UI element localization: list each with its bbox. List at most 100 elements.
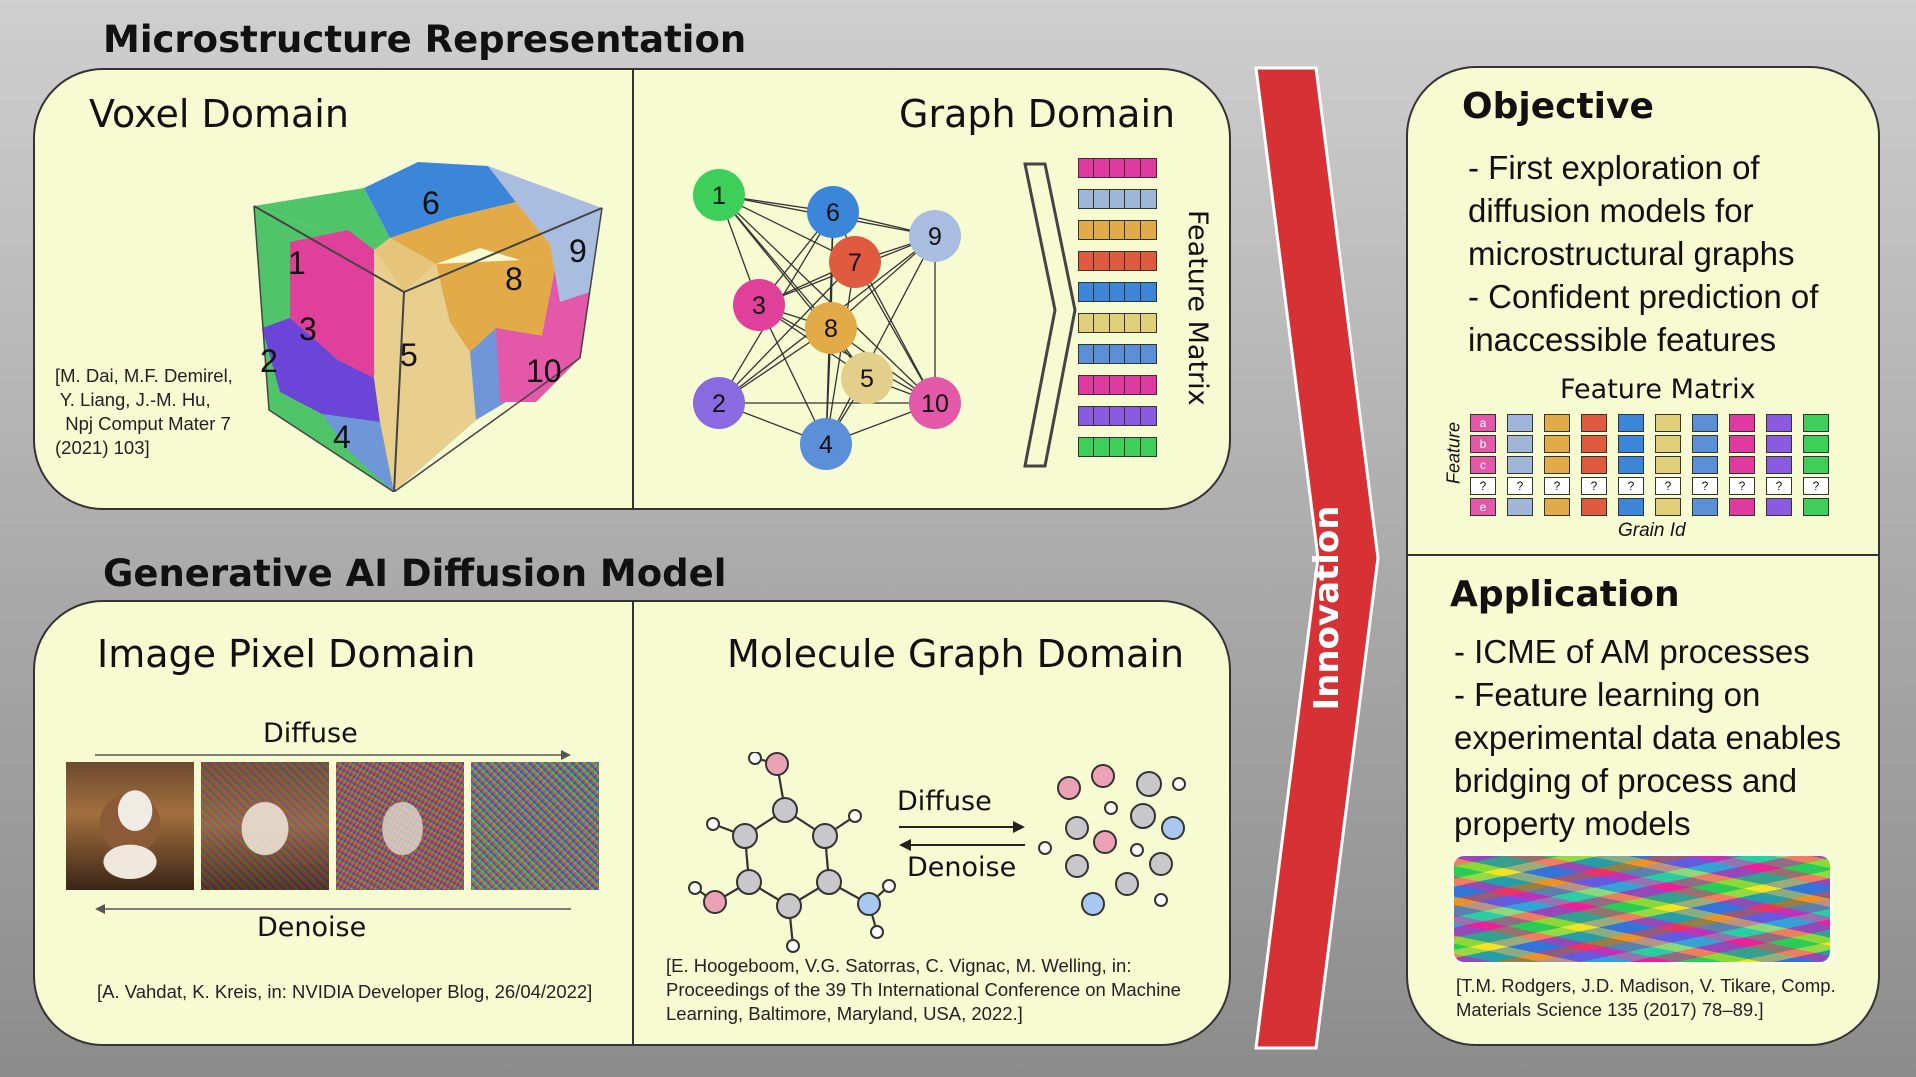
cat-image-original	[66, 762, 194, 890]
objective-matrix-column-8: ?	[1729, 414, 1755, 519]
objective-matrix-column-7: ?	[1692, 414, 1718, 519]
graph-node-5	[841, 352, 893, 404]
graph-feature-cell	[1124, 313, 1141, 333]
am-microstructure-image	[1454, 856, 1830, 962]
grain-4-left	[322, 414, 394, 492]
objective-matrix-cell	[1803, 435, 1829, 453]
graph-feature-cell	[1124, 437, 1141, 457]
objective-matrix-column-3: ?	[1544, 414, 1570, 519]
voxel-reference: [M. Dai, M.F. Demirel, Y. Liang, J.-M. H…	[55, 365, 233, 458]
graph-edge-7-4	[825, 261, 856, 445]
graph-feature-row-10	[1077, 437, 1169, 457]
am-image-texture	[1454, 856, 1830, 962]
graph-feature-cell	[1139, 251, 1157, 271]
graph-feature-cell	[1093, 313, 1110, 333]
graph-feature-cell	[1093, 282, 1110, 302]
graph-node-2	[693, 377, 745, 429]
graph-feature-cell	[1093, 406, 1110, 426]
objective-matrix-cell	[1803, 414, 1829, 432]
molecule-denoise-arrow	[899, 839, 1025, 851]
molecule-diffuse-label: Diffuse	[897, 786, 992, 817]
graph-feature-cell	[1139, 313, 1157, 333]
image-denoise-label: Denoise	[257, 912, 367, 943]
panel-divider-bottom	[632, 602, 634, 1044]
objective-matrix-column-9: ?	[1766, 414, 1792, 519]
grain-5-region	[374, 250, 476, 492]
graph-feature-cell	[1124, 282, 1141, 302]
graph-feature-cell	[1077, 406, 1095, 426]
molecule-noised-atoms	[1038, 764, 1186, 916]
application-title: Application	[1450, 574, 1680, 615]
graph-feature-cell	[1108, 189, 1126, 209]
graph-edge-7-10	[854, 261, 936, 404]
graph-node-label-6: 6	[826, 199, 840, 227]
innovation-arrow	[1254, 66, 1380, 1050]
objective-matrix-cell	[1729, 435, 1755, 453]
graph-feature-cell	[1093, 189, 1110, 209]
graph-feature-row-2	[1077, 189, 1169, 209]
objective-matrix-title: Feature Matrix	[1560, 374, 1756, 405]
graph-feature-cell	[1108, 406, 1126, 426]
graph-feature-cell	[1077, 251, 1095, 271]
objective-matrix-column-6: ?	[1655, 414, 1681, 519]
objective-matrix-cell	[1655, 414, 1681, 432]
grain-8-right	[436, 254, 558, 352]
graph-node-4	[800, 418, 852, 470]
application-reference: [T.M. Rodgers, J.D. Madison, V. Tikare, …	[1456, 975, 1836, 1020]
objective-matrix-cell	[1803, 498, 1829, 516]
graph-node-label-9: 9	[928, 223, 942, 251]
cat-image-pure-noise	[471, 762, 599, 890]
graph-node-label-3: 3	[752, 292, 766, 320]
molecule-reference: [E. Hoogeboom, V.G. Satorras, C. Vignac,…	[666, 955, 1181, 1024]
objective-matrix-unknown-cell: ?	[1581, 477, 1607, 495]
objective-y-axis-label: Feature	[1443, 421, 1464, 485]
objective-matrix-cell	[1766, 498, 1792, 516]
graph-edge-1-10	[718, 194, 936, 404]
objective-matrix-cell: a	[1470, 414, 1496, 432]
graph-feature-cell	[1124, 189, 1141, 209]
graph-feature-row-8	[1077, 375, 1169, 395]
graph-feature-cell	[1139, 437, 1157, 457]
voxel-domain-title: Voxel Domain	[89, 92, 349, 136]
objective-matrix-cell	[1581, 414, 1607, 432]
graph-feature-cell	[1108, 313, 1126, 333]
graph-feature-cell	[1077, 158, 1095, 178]
objective-bullets: - First exploration of diffusion models …	[1468, 149, 1819, 358]
molecule-graph-title: Molecule Graph Domain	[727, 632, 1185, 676]
grain-label-6: 6	[422, 185, 440, 221]
graph-edge-9-4	[825, 235, 936, 445]
graph-feature-row-1	[1077, 158, 1169, 178]
graph-feature-cell	[1139, 220, 1157, 240]
grain-2-region	[262, 318, 380, 422]
grain-1-top	[254, 188, 390, 250]
objective-matrix-cell	[1507, 435, 1533, 453]
objective-matrix-cell	[1581, 456, 1607, 474]
graph-feature-cell	[1077, 220, 1095, 240]
objective-matrix-cell	[1618, 435, 1644, 453]
graph-feature-cell	[1093, 375, 1110, 395]
graph-feature-matrix-label: Feature Matrix	[1182, 210, 1213, 406]
objective-matrix-cell	[1766, 456, 1792, 474]
graph-feature-cell	[1108, 282, 1126, 302]
graph-feature-row-4	[1077, 251, 1169, 271]
graph-feature-cell	[1077, 189, 1095, 209]
graph-feature-cell	[1124, 375, 1141, 395]
objective-matrix-cell	[1544, 456, 1570, 474]
objective-matrix-cell	[1581, 498, 1607, 516]
generative-panel: Image Pixel Domain Diffuse Denoise [A. V…	[33, 600, 1231, 1046]
objective-matrix-unknown-cell: ?	[1618, 477, 1644, 495]
objective-matrix-unknown-cell: ?	[1655, 477, 1681, 495]
graph-feature-cell	[1139, 282, 1157, 302]
grain-label-9: 9	[569, 233, 587, 269]
objective-application-panel: Objective - First exploration of diffusi…	[1406, 66, 1880, 1046]
objective-matrix-column-2: ?	[1507, 414, 1533, 519]
graph-feature-cell	[1093, 220, 1110, 240]
voxel-cube: 1 2 3 4 5 6 8 9 10	[253, 162, 603, 492]
grain-label-5: 5	[400, 337, 418, 373]
objective-matrix-unknown-cell: ?	[1470, 477, 1496, 495]
graph-feature-cell	[1108, 437, 1126, 457]
objective-matrix-unknown-cell: ?	[1803, 477, 1829, 495]
objective-matrix-cell	[1507, 456, 1533, 474]
